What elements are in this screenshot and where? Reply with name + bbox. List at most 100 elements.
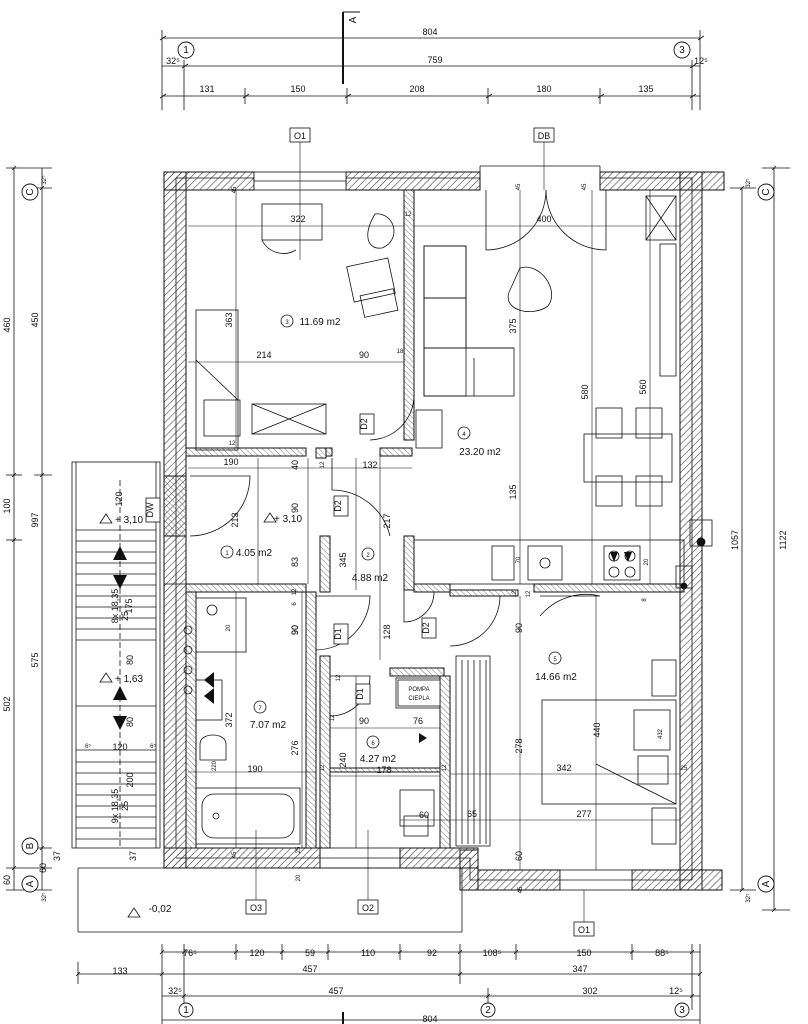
- room-1-number: 1: [225, 551, 229, 557]
- tag-d2c-box: [421, 617, 437, 639]
- dim-r6-178: 178: [376, 765, 391, 775]
- dim-stair-37b: 37: [128, 851, 138, 861]
- level-marker2-icon: [99, 672, 113, 683]
- dim-right-top-offset: 32⁵: [745, 178, 752, 188]
- dim-landing-120: 120: [112, 742, 127, 752]
- axis-marker-a-left: [21, 875, 39, 893]
- dim-r5-440: 440: [592, 722, 602, 737]
- dim-left-502: 502: [2, 696, 12, 711]
- axis-marker-c-left: [21, 183, 39, 201]
- dim-stair-60: 60: [38, 863, 48, 873]
- stair-arrow-down-icon: [113, 575, 127, 589]
- dim-r1-90: 90: [290, 503, 300, 513]
- dim-r7-12: 12: [292, 588, 298, 595]
- room-6-area: 4.27 m2: [360, 754, 397, 765]
- axis-marker-1-top: [177, 41, 195, 59]
- dim-r7-20b: 20: [226, 624, 232, 631]
- room-3-number: 3: [285, 320, 289, 326]
- dim-bottom-302: 302: [582, 986, 597, 996]
- stair-top-steps: 8x 18,35: [110, 589, 120, 624]
- dim-r6-76: 76: [413, 716, 423, 726]
- room-4-marker: [457, 426, 471, 440]
- dim-bottom-88: 88⁵: [655, 948, 669, 958]
- dim-r4-45a: 45: [516, 183, 522, 190]
- axis-marker-3-bottom: [674, 1002, 690, 1018]
- dim-r7-6: 6: [292, 602, 298, 606]
- dim-r6-240: 240: [338, 752, 348, 767]
- dim-stair-37a: 37: [52, 851, 62, 861]
- dim-left-575: 575: [30, 652, 40, 667]
- dim-r7-190: 190: [247, 764, 262, 774]
- room-2-area: 4.88 m2: [352, 573, 389, 584]
- room-5-area: 14.66 m2: [535, 672, 577, 683]
- tag-d2b: D2: [333, 500, 343, 512]
- dim-r2-217: 217: [382, 513, 392, 528]
- dim-left-460: 460: [2, 317, 12, 332]
- windows: [163, 171, 633, 891]
- dim-seg-135: 135: [638, 84, 653, 94]
- dim-bottom-133: 133: [112, 966, 127, 976]
- dim-r5-45: 45: [518, 886, 524, 893]
- room-4-number: 4: [462, 432, 466, 438]
- dim-stair-80b: 80: [125, 717, 135, 727]
- outer-insulation: [175, 165, 693, 890]
- dim-r2-90: 90: [290, 625, 300, 635]
- dim-r7-45: 45: [232, 851, 238, 858]
- dim-hall-132: 132: [362, 460, 377, 470]
- room-4-area: 23.20 m2: [459, 447, 501, 458]
- dim-r5-90: 90: [514, 623, 524, 633]
- dim-r3-12a: 12: [405, 212, 412, 218]
- section-label-top: A: [348, 16, 359, 23]
- tag-o3: O3: [250, 903, 262, 913]
- dim-r7-90: 90: [290, 625, 300, 635]
- radiator-arrow-icon: [204, 672, 214, 688]
- dim-k-12a: 12: [512, 590, 518, 597]
- room-6-marker: [366, 735, 380, 749]
- dim-right-1122: 1122: [778, 530, 788, 549]
- dim-r4-45b: 45: [582, 183, 588, 190]
- dim-overall-top: 804: [422, 27, 437, 37]
- axis-marker-a-right: [757, 875, 775, 893]
- room-7-area: 7.07 m2: [250, 720, 287, 731]
- dim-r7-12b: 12: [320, 764, 326, 771]
- dim-r7-25: 25: [296, 846, 302, 853]
- heat-pump-label2: CIEPLA: [408, 696, 429, 702]
- tag-d1b-box: [355, 683, 371, 705]
- axis-label-1-bottom: 1: [183, 1005, 189, 1016]
- dim-r4-135: 135: [508, 484, 518, 499]
- stair-arrow-up2-icon: [113, 686, 127, 700]
- dim-bottom-120: 120: [249, 948, 264, 958]
- bottom-dimension-lines: [75, 944, 703, 1024]
- level-mid: + 1,63: [115, 674, 144, 685]
- room-1-marker: [220, 545, 234, 559]
- dim-stair-175: 175: [124, 598, 134, 613]
- dim-r4-400: 400: [536, 214, 551, 224]
- dim-k-20: 20: [644, 558, 650, 565]
- axis-label-c-right: C: [761, 188, 772, 195]
- dim-bottom-457b: 457: [328, 986, 343, 996]
- axis-label-3-bottom: 3: [679, 1005, 685, 1016]
- room-3-area: 11.69 m2: [300, 317, 341, 328]
- dim-r7-372: 372: [224, 712, 234, 727]
- tag-d2b-box: [333, 495, 349, 517]
- tag-d1a: D1: [333, 628, 343, 640]
- axis-marker-b-left: [21, 837, 39, 855]
- dim-r6-90: 90: [359, 716, 369, 726]
- dim-bottom-76: 76⁵: [183, 948, 197, 958]
- dim-bottom-150: 150: [576, 948, 591, 958]
- dim-left-60: 60: [2, 875, 12, 885]
- interior-dimension-lines: [188, 190, 680, 870]
- stair-arrow-down2-icon: [113, 716, 127, 730]
- dim-right-bottom-offset: 32⁵: [745, 893, 752, 903]
- tag-d2a-box: [359, 413, 375, 435]
- dim-r5-277: 277: [576, 809, 591, 819]
- dim-bottom-108: 108⁵: [483, 948, 502, 958]
- dim-hall-190: 190: [223, 457, 238, 467]
- room-5-marker: [548, 651, 562, 665]
- dim-hall-12: 12: [320, 461, 326, 468]
- doors: [189, 189, 607, 717]
- furniture: [183, 195, 713, 847]
- dim-r1-83: 83: [290, 557, 300, 567]
- dim-k-12b: 12: [526, 590, 532, 597]
- level-marker-icon: [99, 513, 113, 524]
